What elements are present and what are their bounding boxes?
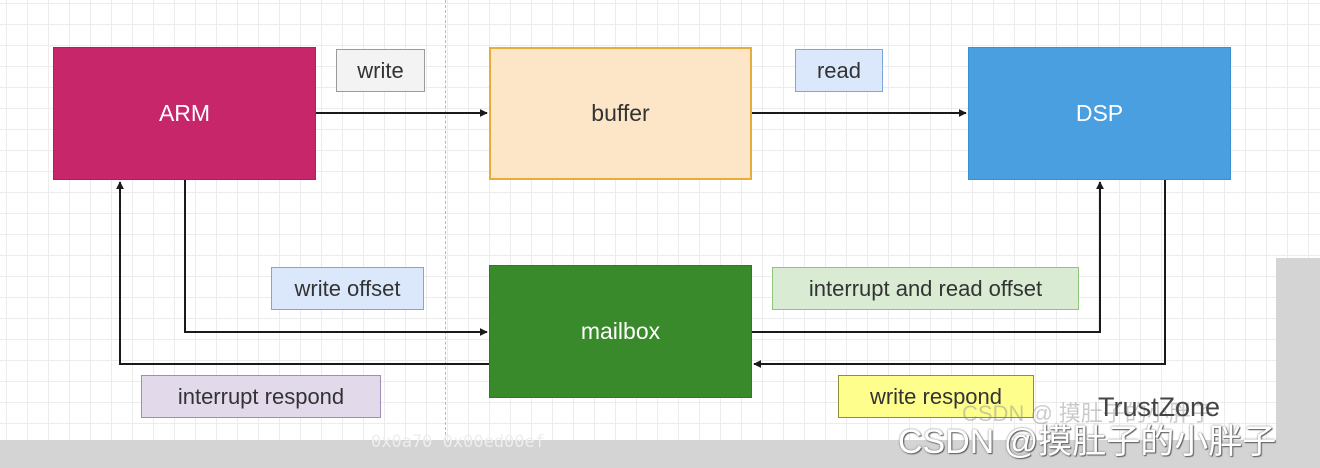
interrupt-and-read-offset-label: interrupt and read offset [772, 267, 1079, 310]
interrupt-respond-label: interrupt respond [141, 375, 381, 418]
write-respond-label: write respond [838, 375, 1034, 418]
grey-margin-bottom [0, 440, 1320, 468]
buffer-node: buffer [489, 47, 752, 180]
edge-dsp-mailbox [753, 180, 1166, 368]
read-label: read [795, 49, 883, 92]
edge-arm-mailbox [184, 180, 488, 336]
csdn-watermark: CSDN @摸肚子的小胖子 [898, 423, 1277, 461]
mailbox-node: mailbox [489, 265, 752, 398]
trustzone-watermark: TrustZone [1098, 392, 1221, 422]
edge-mailbox-arm [116, 181, 489, 365]
buffer-label: buffer [591, 100, 650, 126]
arm-node: ARM [53, 47, 316, 180]
grey-margin-right [1276, 258, 1320, 468]
write-offset-label: write offset [271, 267, 424, 310]
dashed-divider [445, 0, 446, 440]
dsp-label: DSP [1075, 100, 1124, 126]
arm-label: ARM [158, 100, 211, 126]
dsp-node: DSP [968, 47, 1231, 180]
faint-csdn-watermark: CSDN @ 摸肚子的小胖子 [962, 401, 1213, 426]
hex-watermark: 0x0a70 0x00ed00ef [371, 432, 545, 452]
write-label: write [336, 49, 425, 92]
edge-mailbox-dsp [752, 181, 1104, 333]
mailbox-label: mailbox [580, 318, 661, 344]
